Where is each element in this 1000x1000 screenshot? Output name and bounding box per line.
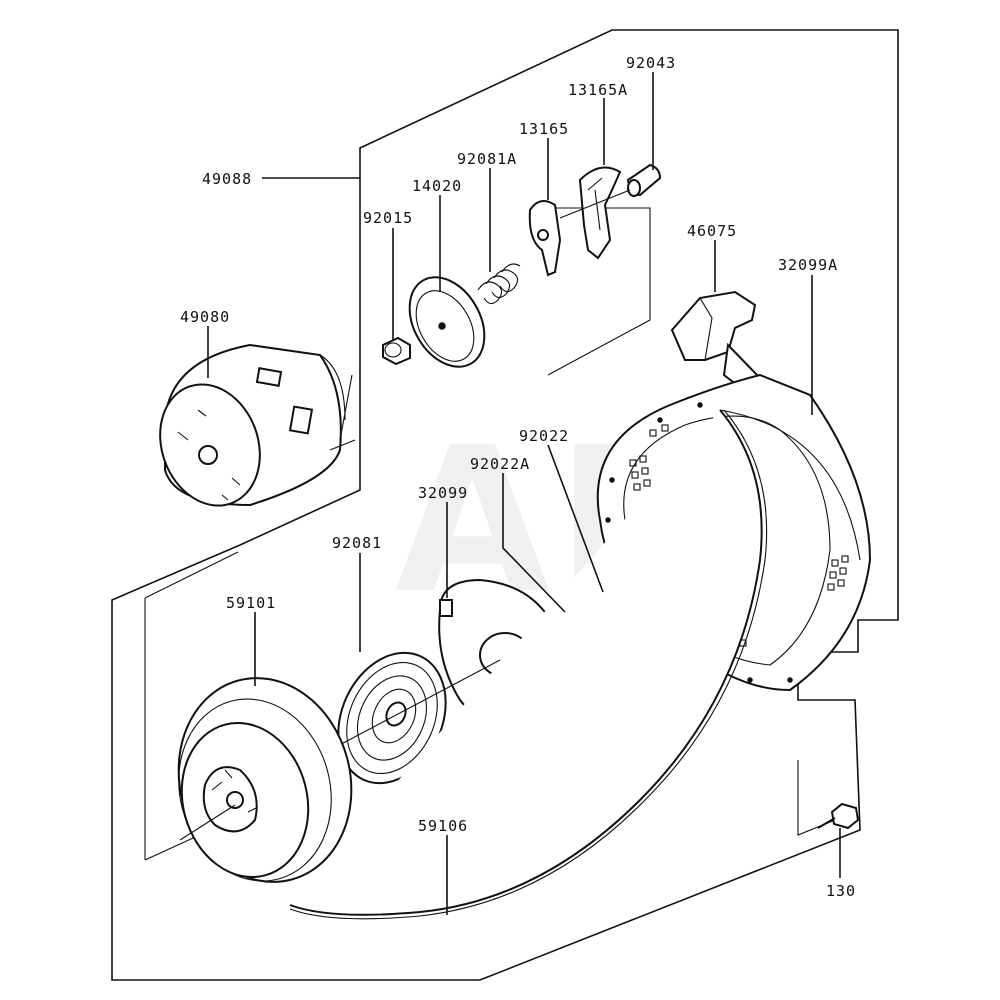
pawl-13165 xyxy=(528,200,562,277)
plate-14020 xyxy=(408,276,486,368)
assembly-frame xyxy=(111,29,899,981)
part-labels: 92043 13165A 13165 92081A 49088 14020 92… xyxy=(180,54,856,900)
label-92043: 92043 xyxy=(626,54,676,72)
label-92022A: 92022A xyxy=(470,455,530,473)
reel-59101 xyxy=(177,677,353,883)
nut-92015 xyxy=(382,336,411,366)
label-13165A: 13165A xyxy=(568,81,628,99)
axis-line-49080 xyxy=(329,439,356,451)
label-49080: 49080 xyxy=(180,308,230,326)
axis-line-spring xyxy=(329,659,501,751)
bolt-bracket xyxy=(797,760,836,836)
label-13165: 13165 xyxy=(519,120,569,138)
axis-line-reel xyxy=(179,804,236,841)
label-49088: 49088 xyxy=(202,170,252,188)
pin-92043 xyxy=(626,163,662,197)
pawl-13165A xyxy=(578,166,622,260)
label-92081: 92081 xyxy=(332,534,382,552)
label-59101: 59101 xyxy=(226,594,276,612)
label-59106: 59106 xyxy=(418,817,468,835)
spring-92081A xyxy=(477,263,521,305)
label-92022: 92022 xyxy=(519,427,569,445)
label-14020: 14020 xyxy=(412,177,462,195)
starter-cup-49080 xyxy=(159,343,353,507)
label-46075: 46075 xyxy=(687,222,737,240)
label-130: 130 xyxy=(826,882,856,900)
axis-line-pawls xyxy=(559,189,631,219)
label-32099A: 32099A xyxy=(778,256,838,274)
spiral-spring-92081 xyxy=(337,651,447,785)
rope-59106 xyxy=(289,409,763,916)
label-92081A: 92081A xyxy=(457,150,517,168)
bolt-130 xyxy=(817,802,860,830)
label-32099: 32099 xyxy=(418,484,468,502)
label-92015: 92015 xyxy=(363,209,413,227)
leader-lines xyxy=(207,72,841,915)
